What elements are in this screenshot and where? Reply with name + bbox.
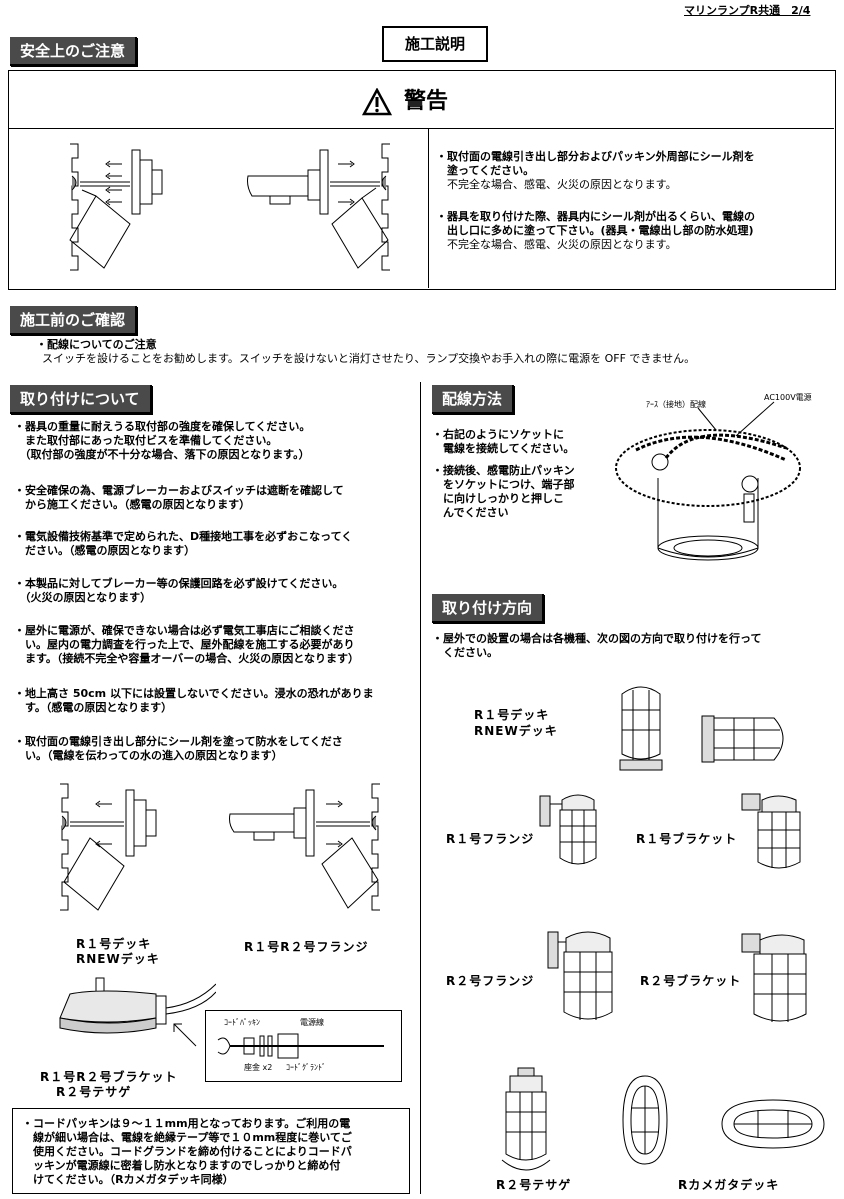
- note-line-4: ッキンが電源線に密着し防水となりますのでしっかりと締め付: [22, 1159, 341, 1172]
- install-item-2-line-2: から施工ください。（感電の原因となります）: [14, 498, 251, 511]
- wiring-text-line-1: ・右記のようにソケットに: [432, 428, 564, 441]
- install-item-1-line-3: （取付部の強度が不十分な場合、落下の原因となります。）: [14, 448, 310, 461]
- caption-rnew-deck: RNEWデッキ: [76, 952, 160, 966]
- install-item-6-line-1: ・地上高さ 50cm 以下には設置しないでください。浸水の恐れがありま: [14, 687, 374, 700]
- install-item-7-line-1: ・取付面の電線引き出し部分にシール剤を塗って防水をしてくださ: [14, 735, 343, 748]
- precheck-title: ・配線についてのご注意: [36, 338, 157, 351]
- lamp-r1-bracket-illustration: [741, 793, 801, 869]
- lamp-r1-flange-illustration: [539, 794, 597, 865]
- label-deck-rnew: RNEWデッキ: [474, 724, 558, 738]
- note-line-1: ・コードパッキンは９～１１mm用となっております。ご利用の電: [22, 1117, 351, 1130]
- column-divider: [420, 382, 421, 1194]
- lamp-deck-vertical-illustration: [619, 686, 663, 771]
- section-install: 取り付けについて: [10, 385, 152, 414]
- warning-divider-h: [9, 128, 834, 129]
- install-sealant-illustration: [60, 783, 380, 911]
- install-item-4-line-2: （火災の原因となります）: [14, 591, 152, 604]
- install-item-6-line-2: す。（感電の原因となります）: [14, 701, 173, 714]
- cord-label-gland: ｺｰﾄﾞｸﾞﾗﾝﾄﾞ: [286, 1063, 326, 1072]
- install-item-5-line-1: ・屋外に電源が、確保できない場合は必ず電気工事店にご相談くださ: [14, 624, 355, 637]
- section-direction: 取り付け方向: [432, 594, 545, 623]
- bracket-illustration: [59, 977, 216, 1034]
- lamp-r2-flange-illustration: [547, 931, 613, 1020]
- lamp-r2-bracket-illustration: [741, 933, 807, 1022]
- cord-label-packing: ｺｰﾄﾞﾊﾟｯｷﾝ: [224, 1018, 260, 1027]
- label-r1-flange: R１号フランジ: [446, 832, 535, 846]
- arrow-icon: [173, 1023, 197, 1047]
- page-title: 施工説明: [382, 26, 488, 62]
- note-line-5: けてください。（Rカメガタデッキ同様）: [22, 1173, 234, 1186]
- label-r2-tesage: R２号テサゲ: [496, 1178, 572, 1192]
- wiring-text-line-6: に向けしっかりと押しこ: [432, 492, 564, 505]
- cord-label-power: 電源線: [300, 1018, 324, 1027]
- caption-flange: R１号R２号フランジ: [244, 940, 369, 954]
- label-r2-flange: R２号フランジ: [446, 974, 535, 988]
- warning-item-1-line-1: ・取付面の電線引き出し部分およびパッキン外周部にシール剤を: [436, 150, 755, 163]
- sealant-illustration: [69, 143, 390, 271]
- warning-triangle-icon: [362, 88, 392, 116]
- warning-item-2-line-2: 出し口に多めに塗って下さい。(器具・電線出し部の防水処理): [436, 224, 754, 237]
- direction-text-line-2: ください。: [432, 646, 498, 659]
- caption-tesage: R２号テサゲ: [56, 1085, 132, 1099]
- install-item-5-line-3: ます。（接続不完全や容量オーバーの場合、火災の原因となります）: [14, 652, 359, 665]
- label-kamegata: Rカメガタデッキ: [678, 1178, 780, 1192]
- label-r1-bracket: R１号ブラケット: [636, 832, 738, 846]
- warning-divider-v: [428, 129, 429, 288]
- wiring-text-line-7: んでください: [432, 506, 509, 519]
- install-item-3-line-1: ・電気設備技術基準で定められた、D種接地工事を必ずおこなってく: [14, 530, 353, 543]
- install-item-3-line-2: ださい。（感電の原因となります）: [14, 544, 196, 557]
- note-line-2: 線が細い場合は、電線を絶縁テープ等で１０mm程度に巻いてご: [22, 1131, 352, 1144]
- page-ref: マリンランプR共通 2/4: [684, 4, 811, 17]
- wiring-label-ac: AC100V電源: [764, 393, 812, 402]
- caption-bracket: R１号R２号ブラケット: [40, 1070, 178, 1084]
- install-item-1-line-2: また取付部にあった取付ビスを準備してください。: [14, 434, 278, 447]
- direction-text-line-1: ・屋外での設置の場合は各機種、次の図の方向で取り付けを行って: [432, 632, 762, 645]
- lamp-kamegata-horizontal-illustration: [721, 1099, 825, 1149]
- lamp-deck-horizontal-illustration: [701, 715, 784, 763]
- section-precheck: 施工前のご確認: [10, 306, 138, 335]
- section-wiring: 配線方法: [432, 385, 515, 414]
- lamp-r2-tesage-illustration: [501, 1067, 551, 1171]
- wiring-text-line-4: ・接続後、感電防止パッキン: [432, 464, 575, 477]
- lamp-kamegata-vertical-illustration: [622, 1075, 668, 1165]
- label-deck-r1: R１号デッキ: [474, 708, 550, 722]
- socket-wiring-illustration: [615, 401, 801, 561]
- install-item-4-line-1: ・本製品に対してブレーカー等の保護回路を必ず設けてください。: [14, 577, 344, 590]
- wiring-label-earth: ｱｰｽ（接地）配線: [646, 400, 706, 409]
- note-line-3: 使用ください。コードグランドを締め付けることによりコードパ: [22, 1145, 352, 1158]
- cord-detail-box: [205, 1010, 402, 1082]
- install-item-1-line-1: ・器具の重量に耐えうる取付部の強度を確保してください。: [14, 420, 311, 433]
- precheck-body: スイッチを設けることをお勧めします。スイッチを設けないと消灯させたり、ランプ交換…: [42, 352, 696, 365]
- warning-box: [8, 70, 836, 290]
- warning-item-1-line-3: 不完全な場合、感電、火災の原因となります。: [436, 178, 677, 191]
- wiring-text-line-2: 電線を接続してください。: [432, 442, 575, 455]
- label-r2-bracket: R２号ブラケット: [640, 974, 742, 988]
- install-item-5-line-2: い。屋内の電力調査を行った上で、屋外配線を施工する必要があり: [14, 638, 355, 651]
- install-item-2-line-1: ・安全確保の為、電源ブレーカーおよびスイッチは遮断を確認して: [14, 484, 344, 497]
- section-safety: 安全上のご注意: [10, 37, 138, 66]
- cord-label-washer: 座金 x2: [244, 1063, 273, 1072]
- caption-r1-deck: R１号デッキ: [76, 937, 152, 951]
- install-item-7-line-2: い。（電線を伝わっての水の進入の原因となります）: [14, 749, 283, 762]
- warning-item-1-line-2: 塗ってください。: [436, 164, 535, 177]
- wiring-text-line-5: をソケットにつけ、端子部: [432, 478, 575, 491]
- warning-item-2-line-1: ・器具を取り付けた際、器具内にシール剤が出るくらい、電線の: [436, 210, 755, 223]
- warning-item-2-line-3: 不完全な場合、感電、火災の原因となります。: [436, 238, 677, 251]
- note-box: [12, 1108, 410, 1194]
- cord-detail-illustration: [217, 1033, 384, 1059]
- warning-heading: 警告: [404, 89, 449, 114]
